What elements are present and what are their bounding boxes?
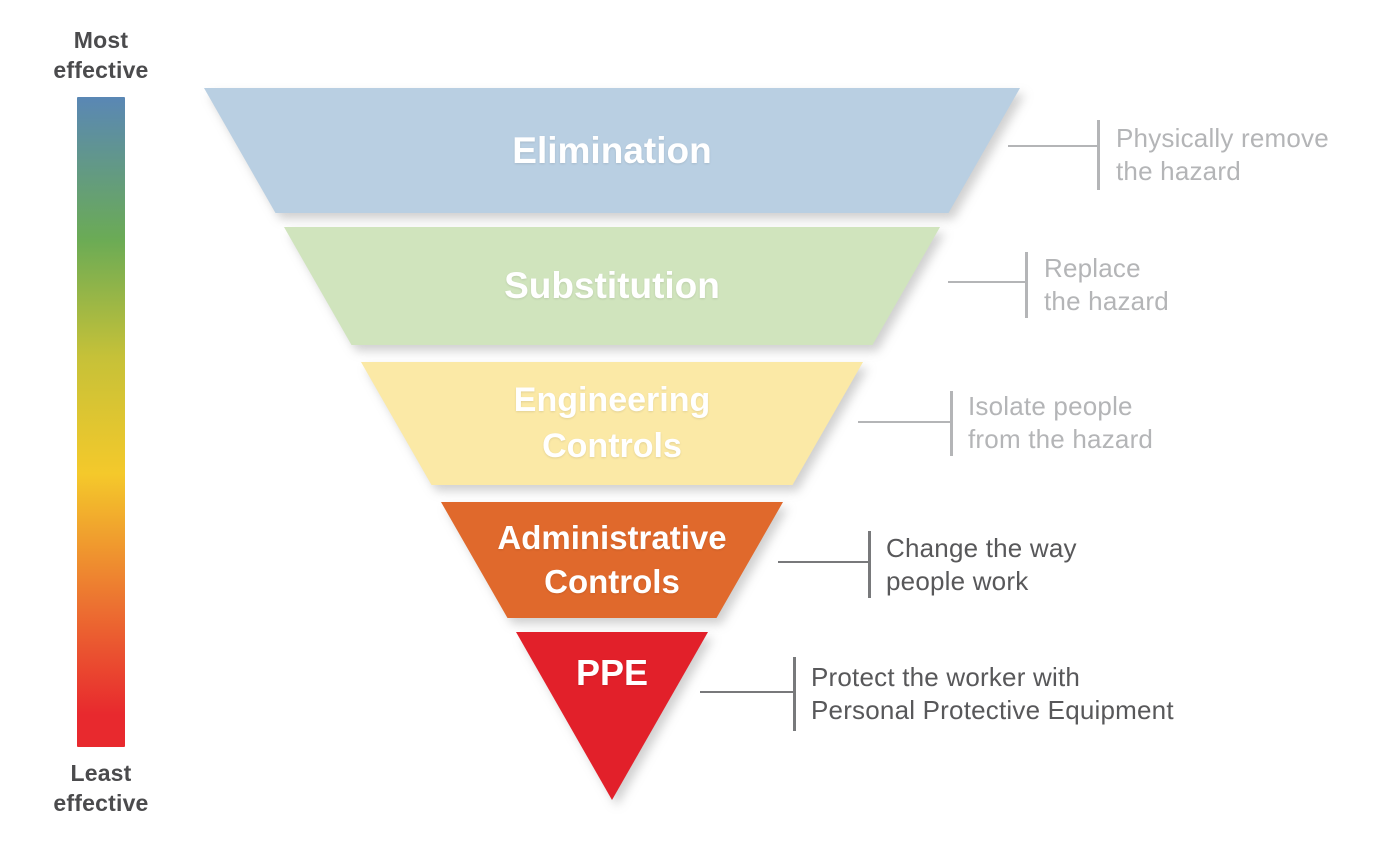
ppe-annotation: Protect the worker with Personal Protect… <box>811 662 1174 725</box>
administrative-controls-connector-line <box>778 561 869 563</box>
tier-ppe: PPE <box>516 632 708 800</box>
tier-substitution: Substitution <box>284 227 940 345</box>
engineering-controls-connector-line <box>858 421 951 423</box>
elimination-connector-line <box>1008 145 1098 147</box>
substitution-connector-tick <box>1025 252 1028 318</box>
elimination-annotation: Physically remove the hazard <box>1116 123 1329 186</box>
substitution-connector-line <box>948 281 1026 283</box>
tier-engineering-controls: Engineering Controls <box>361 362 863 485</box>
tier-substitution-label: Substitution <box>504 265 720 306</box>
tier-administrative-controls-label: Administrative Controls <box>497 519 727 600</box>
ppe-connector-tick <box>793 657 796 731</box>
most-effective-label: Most effective <box>53 27 149 83</box>
effectiveness-gradient-bar <box>77 97 125 747</box>
administrative-controls-connector-tick <box>868 531 871 598</box>
engineering-controls-connector-tick <box>950 391 953 456</box>
tier-administrative-controls: Administrative Controls <box>441 502 783 618</box>
tier-elimination: Elimination <box>204 88 1020 213</box>
least-effective-label: Least effective <box>53 760 149 816</box>
administrative-controls-annotation: Change the way people work <box>886 533 1077 596</box>
tier-ppe-label: PPE <box>575 652 649 693</box>
tier-engineering-controls-label: Engineering Controls <box>513 380 711 465</box>
engineering-controls-annotation: Isolate people from the hazard <box>968 391 1154 454</box>
substitution-annotation: Replace the hazard <box>1044 253 1169 316</box>
elimination-connector-tick <box>1097 120 1100 190</box>
ppe-connector-line <box>700 691 794 693</box>
tier-elimination-label: Elimination <box>512 129 712 171</box>
